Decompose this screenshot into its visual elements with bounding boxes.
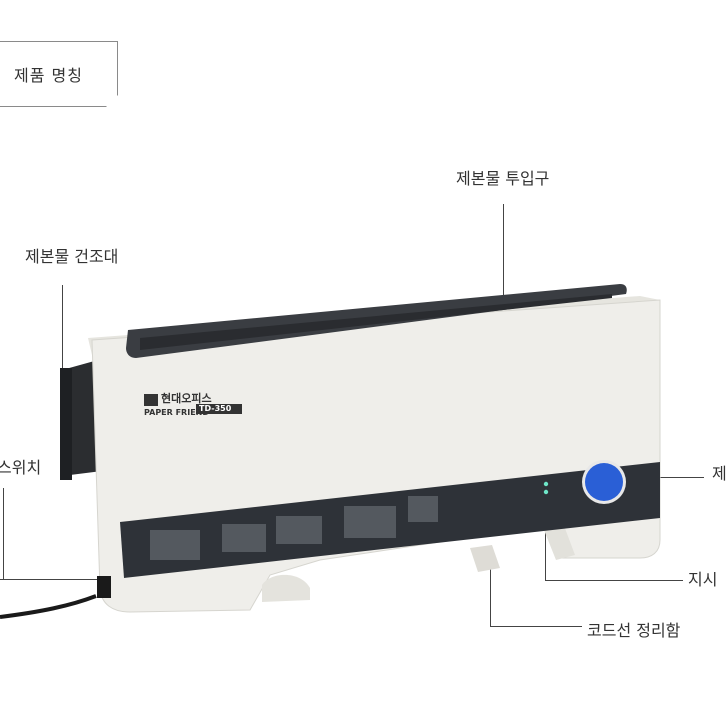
leader-indicator-v [545, 488, 546, 581]
brand-text: 현대오피스 [161, 392, 212, 405]
leader-indicator-h [545, 580, 683, 581]
leader-switch-v [3, 488, 4, 580]
step1-icon [150, 530, 200, 560]
step2-icon [222, 524, 266, 552]
indicator-light-1 [543, 481, 549, 487]
label-switch: 스위치 [0, 458, 42, 477]
step3-icon [276, 516, 322, 544]
indicator-light-2 [543, 489, 549, 495]
label-input-slot: 제본물 투입구 [456, 169, 550, 188]
leader-cord-v [490, 565, 491, 627]
product-text: PAPER FRIEND [144, 408, 209, 417]
label-dryer: 제본물 건조대 [25, 247, 119, 266]
label-right-top: 제 [712, 464, 727, 483]
leader-right-top [632, 477, 704, 478]
middle-leg [470, 545, 500, 572]
label-indicator: 지시 [688, 570, 718, 589]
left-leg [262, 574, 310, 602]
leader-dryer [62, 285, 63, 371]
control-dial [585, 463, 623, 501]
page-title: 제품 명칭 [14, 66, 83, 85]
dryer-rack-edge [60, 368, 72, 480]
leader-cord-h [490, 626, 582, 627]
step4-icon [344, 506, 396, 538]
model-text: TD-350 [199, 404, 232, 413]
step5-icon [408, 496, 438, 522]
power-cord [0, 594, 97, 619]
leader-switch-h [0, 579, 104, 580]
input-tray-inner [140, 294, 612, 350]
leader-input-slot [503, 204, 504, 302]
brand-logo-mark [144, 394, 158, 406]
model-badge [196, 404, 242, 414]
power-switch [97, 576, 111, 598]
label-cord: 코드선 정리함 [587, 621, 681, 640]
title-box [0, 41, 118, 107]
